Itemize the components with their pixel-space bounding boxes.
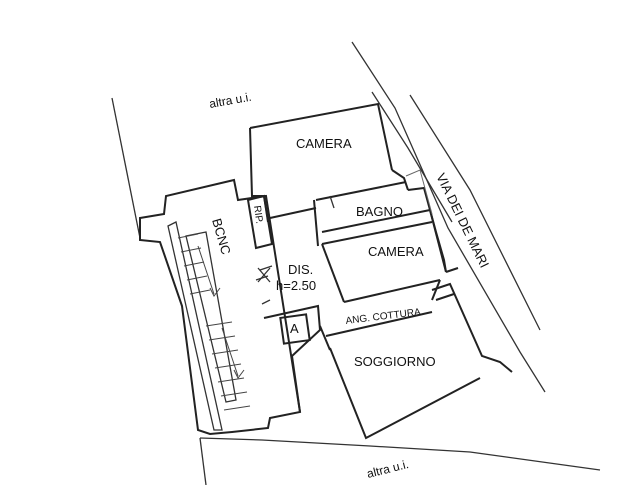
label-bcnc: BCNC	[209, 217, 234, 257]
stair-treads	[177, 233, 251, 411]
label-box-a: A	[290, 321, 299, 336]
label-dis: DIS.	[288, 262, 313, 277]
label-rip: RIP.	[251, 205, 264, 225]
label-altra-bottom: altra u.i.	[365, 457, 410, 481]
label-soggiorno: SOGGIORNO	[354, 354, 436, 369]
door-marks	[257, 267, 271, 283]
stair-block	[139, 178, 302, 436]
interior-walls	[246, 169, 447, 337]
label-altra-top: altra u.i.	[208, 90, 252, 111]
box-a	[279, 313, 311, 345]
outer-boundaries	[111, 41, 601, 485]
label-height: h=2.50	[276, 278, 316, 293]
label-camera-1: CAMERA	[296, 136, 352, 151]
label-bagno: BAGNO	[356, 204, 403, 219]
label-camera-2: CAMERA	[368, 244, 424, 259]
